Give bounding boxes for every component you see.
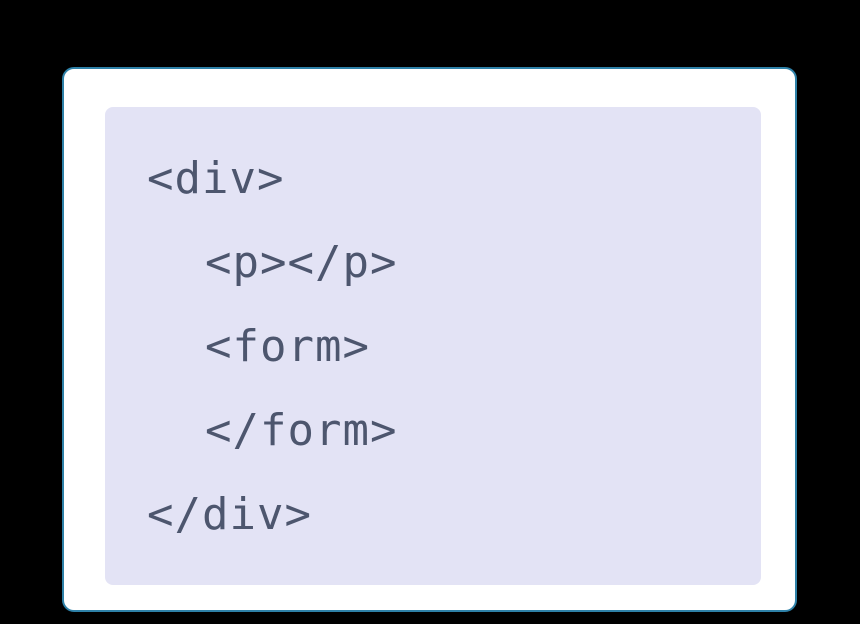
code-line-div-close: </div> [147, 489, 312, 540]
code-card: <div> <p></p> <form> </form> </div> [62, 67, 797, 612]
code-line-form-close: </form> [205, 405, 398, 456]
code-block: <div> <p></p> <form> </form> </div> [105, 107, 761, 585]
code-line-p: <p></p> [205, 237, 398, 288]
code-line-div-open: <div> [147, 153, 285, 204]
code-line-form-open: <form> [205, 321, 370, 372]
